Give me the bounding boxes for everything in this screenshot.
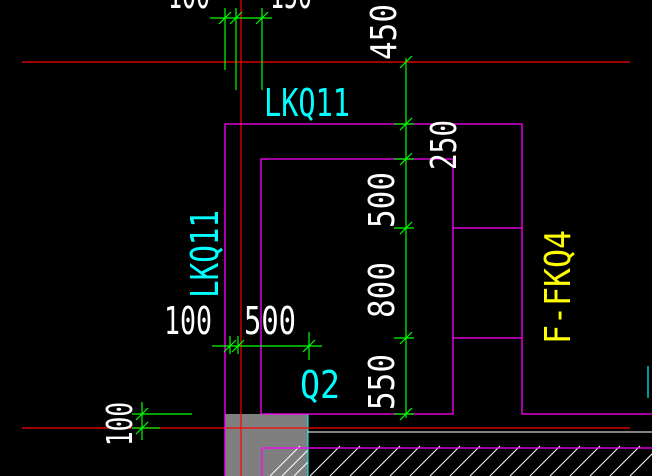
hatch-line: [489, 445, 521, 476]
column-fill: [225, 414, 308, 476]
hatch-line: [389, 445, 421, 476]
hatch-line: [293, 461, 309, 476]
dim-text-500-vertical: 500: [362, 172, 403, 228]
dim-text-500-horizontal: 500: [244, 299, 296, 343]
dim-tick: [255, 11, 269, 25]
wall-outlines: [224, 123, 652, 476]
hatch-line: [549, 445, 581, 476]
dim-tick: [302, 339, 316, 353]
dim-text-top-100: 100: [168, 0, 210, 17]
label-lkq11-top[interactable]: LKQ11: [264, 81, 350, 125]
dim-tick: [399, 331, 413, 345]
hatch-line: [409, 445, 441, 476]
hatch-line: [609, 445, 641, 476]
hatch-line: [509, 445, 541, 476]
hatch-line: [429, 445, 461, 476]
dim-tick: [399, 152, 413, 166]
hatch-line: [449, 445, 481, 476]
dim-text-100-left: 100: [164, 299, 212, 343]
label-lkq11-left[interactable]: LKQ11: [183, 210, 227, 298]
dim-tick: [399, 407, 413, 421]
dim-tick: [399, 117, 413, 131]
dim-text-250: 250: [424, 120, 465, 170]
dim-text-450: 450: [364, 4, 405, 60]
hatch-line: [281, 449, 309, 476]
axis-lines: [22, 0, 630, 476]
hatch-line: [329, 445, 361, 476]
element-labels: LKQ11 LKQ11 Q2 F-FKQ4: [183, 81, 579, 407]
hatch-line: [369, 445, 401, 476]
hatch-line: [589, 445, 621, 476]
label-q2[interactable]: Q2: [300, 363, 340, 407]
dim-text-100-bottom: 100: [100, 402, 141, 446]
hatch-line: [629, 453, 652, 476]
hatch-line: [269, 445, 301, 476]
hatch-line: [309, 445, 341, 476]
hatch-line: [469, 445, 501, 476]
dim-text-800: 800: [362, 262, 403, 318]
wall-outer-outline: [224, 123, 652, 476]
hatch-line: [529, 445, 561, 476]
dimension-texts: 100 150 450 250 500 800 550 100 500 100: [100, 0, 465, 446]
dim-tick: [229, 11, 243, 25]
hatched-column: [225, 414, 652, 476]
hatch-line: [349, 445, 381, 476]
dimension-lines[interactable]: [132, 8, 414, 440]
dim-tick: [399, 221, 413, 235]
dim-tick: [399, 55, 413, 69]
wall-inner-outline: [260, 158, 454, 415]
dim-text-550: 550: [362, 354, 403, 410]
hatch-line: [569, 445, 601, 476]
dim-tick: [223, 339, 237, 353]
dim-tick: [231, 339, 245, 353]
dim-text-top-150: 150: [270, 0, 312, 17]
dim-tick: [135, 407, 149, 421]
label-f-fkq4[interactable]: F-FKQ4: [538, 230, 579, 344]
dim-tick: [135, 421, 149, 435]
dim-tick: [218, 11, 232, 25]
